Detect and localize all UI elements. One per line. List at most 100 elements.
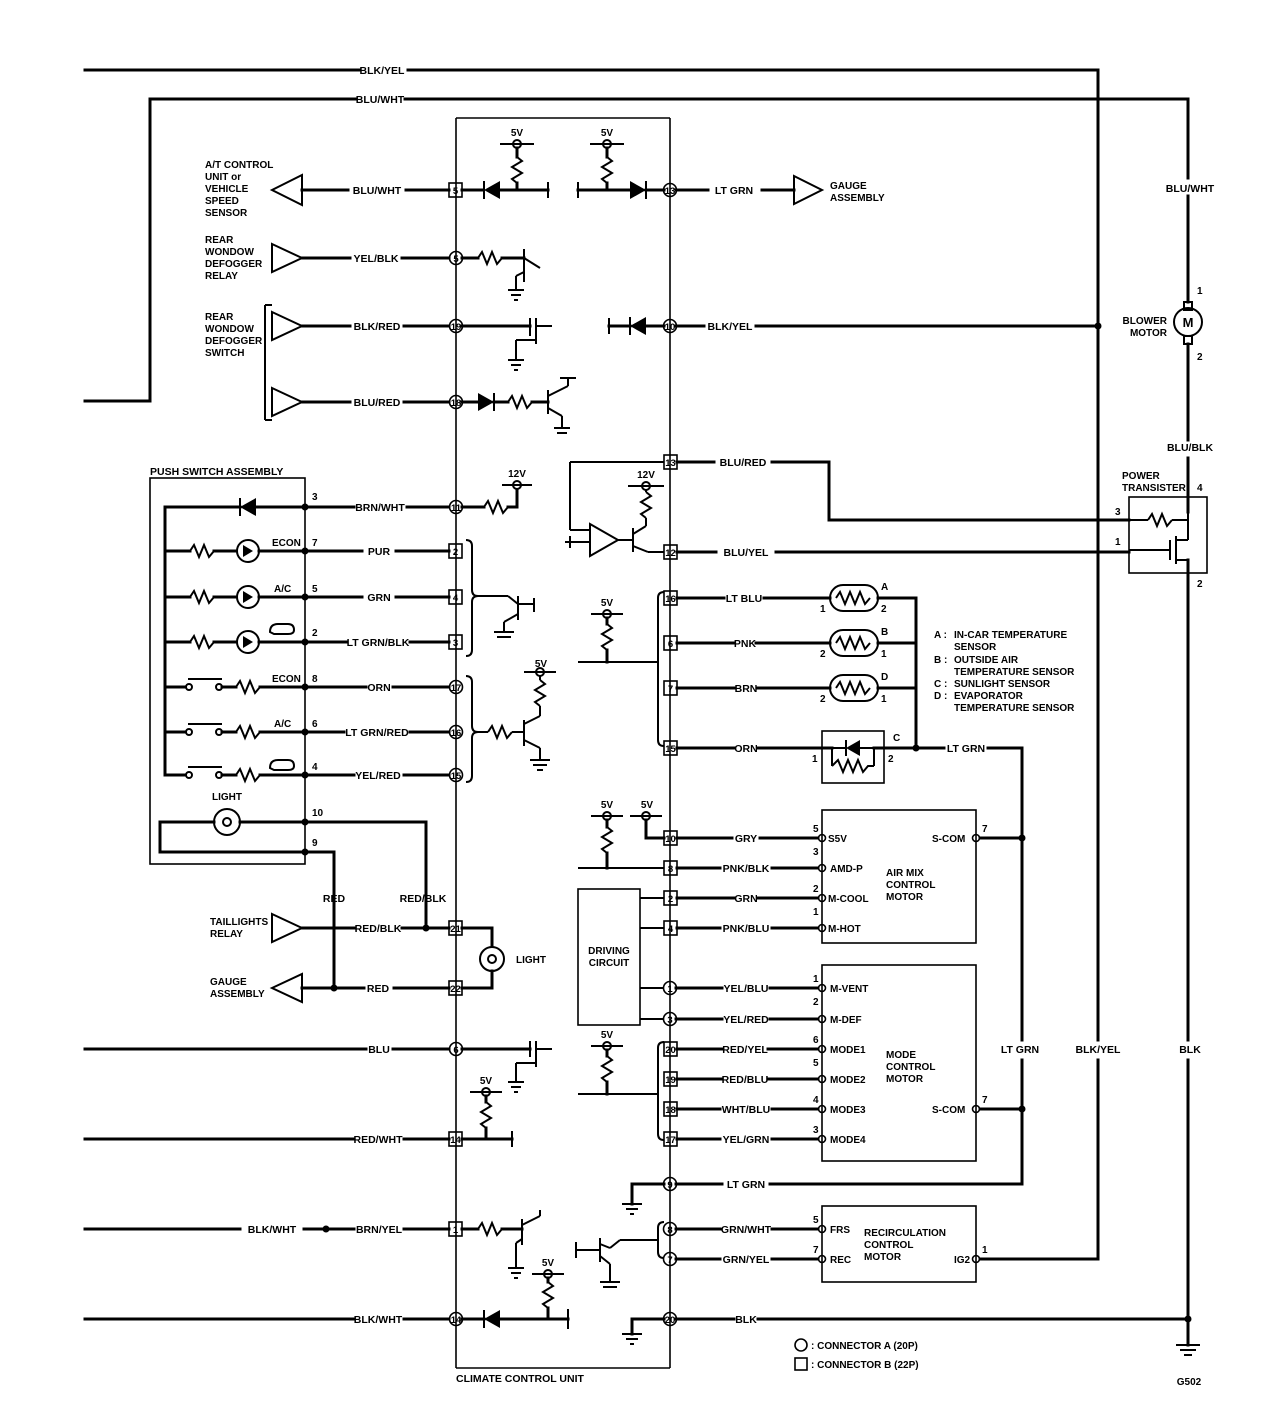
recirc-icon xyxy=(268,623,296,635)
svg-text:S-COM: S-COM xyxy=(932,1105,965,1116)
svg-text:5V: 5V xyxy=(511,128,524,139)
mode-control-motor: 1 YEL/BLU 1 M-VENT 2 3 YEL/RED M-DEF 5V … xyxy=(578,964,1026,1162)
rear-defogger-switch: REAR WONDOW DEFOGGER SWITCH BLK/RED 19 B… xyxy=(205,304,576,434)
svg-text:CIRCUIT: CIRCUIT xyxy=(589,958,630,969)
svg-text:BLU/RED: BLU/RED xyxy=(354,397,401,409)
svg-text:5V: 5V xyxy=(535,659,548,670)
recirc-icon xyxy=(268,759,296,771)
svg-text:5V: 5V xyxy=(601,800,614,811)
svg-text:5: 5 xyxy=(813,1058,819,1069)
svg-text:FRS: FRS xyxy=(830,1225,850,1236)
svg-text:PNK/BLU: PNK/BLU xyxy=(723,923,770,935)
svg-text:21: 21 xyxy=(450,924,461,935)
svg-text:RELAY: RELAY xyxy=(210,929,243,940)
svg-text:WONDOW: WONDOW xyxy=(205,324,254,335)
svg-text:YEL/BLK: YEL/BLK xyxy=(354,253,399,265)
svg-text:REAR: REAR xyxy=(205,235,234,246)
svg-text:SUNLIGHT SENSOR: SUNLIGHT SENSOR xyxy=(954,679,1051,690)
svg-text:LT GRN: LT GRN xyxy=(947,743,985,755)
svg-text:ASSEMBLY: ASSEMBLY xyxy=(830,193,885,204)
svg-text:RED/BLK: RED/BLK xyxy=(355,923,402,935)
svg-text:LIGHT: LIGHT xyxy=(212,792,242,803)
svg-text:13: 13 xyxy=(665,458,676,469)
svg-text:RECIRCULATION: RECIRCULATION xyxy=(864,1228,946,1239)
svg-text:OUTSIDE AIR: OUTSIDE AIR xyxy=(954,655,1019,666)
svg-text:YEL/RED: YEL/RED xyxy=(355,770,401,782)
svg-text:REAR: REAR xyxy=(205,312,234,323)
svg-text:PNK/BLK: PNK/BLK xyxy=(723,863,770,875)
svg-text:20: 20 xyxy=(665,1315,676,1326)
svg-text:A/C: A/C xyxy=(274,584,291,595)
svg-text:BLU/BLK: BLU/BLK xyxy=(1167,442,1213,454)
svg-text:YEL/BLU: YEL/BLU xyxy=(724,983,769,995)
svg-text:17: 17 xyxy=(665,1135,676,1146)
svg-text:5V: 5V xyxy=(601,128,614,139)
svg-text:BLU/RED: BLU/RED xyxy=(720,457,767,469)
connector-legend: : CONNECTOR A (20P) : CONNECTOR B (22P) xyxy=(794,1338,919,1371)
svg-text:ORN: ORN xyxy=(734,743,757,755)
svg-text:PUSH SWITCH ASSEMBLY: PUSH SWITCH ASSEMBLY xyxy=(150,466,283,478)
svg-text:5: 5 xyxy=(453,186,459,197)
svg-text:2: 2 xyxy=(813,884,819,895)
svg-text:RED: RED xyxy=(367,983,390,995)
svg-text:4: 4 xyxy=(668,924,674,935)
svg-text:REC: REC xyxy=(830,1255,851,1266)
svg-text:12: 12 xyxy=(665,548,676,559)
svg-text:TRANSISTER: TRANSISTER xyxy=(1122,483,1187,494)
blower-motor: 1 M 2 BLOWER MOTOR BLU/BLK xyxy=(1123,286,1213,502)
svg-text:BLK/WHT: BLK/WHT xyxy=(354,1314,403,1326)
svg-text:TEMPERATURE SENSOR: TEMPERATURE SENSOR xyxy=(954,703,1075,714)
svg-text:BLK/WHT: BLK/WHT xyxy=(248,1224,297,1236)
svg-text:MODE1: MODE1 xyxy=(830,1045,866,1056)
svg-text:D :: D : xyxy=(934,691,947,702)
svg-text:YEL/GRN: YEL/GRN xyxy=(723,1134,770,1146)
svg-text:MOTOR: MOTOR xyxy=(1130,328,1168,339)
svg-text:M-DEF: M-DEF xyxy=(830,1015,862,1026)
svg-text:LT GRN: LT GRN xyxy=(1001,1044,1039,1056)
svg-text:7: 7 xyxy=(982,1095,988,1106)
svg-text:6: 6 xyxy=(453,1045,458,1056)
svg-text:5: 5 xyxy=(813,824,819,835)
svg-text:5: 5 xyxy=(312,584,318,595)
svg-text:10: 10 xyxy=(665,322,676,333)
svg-text:BLK/RED: BLK/RED xyxy=(354,321,401,333)
blower-feed: 10 BLK/YEL xyxy=(607,317,1102,335)
svg-text:ASSEMBLY: ASSEMBLY xyxy=(210,989,265,1000)
svg-text:10: 10 xyxy=(312,808,324,819)
rear-defogger-relay: YEL/BLK REAR WONDOW DEFOGGER RELAY 5 xyxy=(205,235,541,301)
svg-text:: CONNECTOR A (20P): : CONNECTOR A (20P) xyxy=(811,1341,918,1352)
svg-text:ORN: ORN xyxy=(367,682,390,694)
svg-text:MOTOR: MOTOR xyxy=(864,1252,902,1263)
svg-text:LT GRN/RED: LT GRN/RED xyxy=(345,727,409,739)
wire-label: BLK/YEL xyxy=(360,65,406,77)
power-transistor: POWER TRANSISTER 4 3 1 2 xyxy=(1115,471,1208,1042)
svg-text:19: 19 xyxy=(451,322,462,333)
svg-text:5V: 5V xyxy=(641,800,654,811)
at-control-output: BLU/WHT A/T CONTROL UNIT or VEHICLE SPEE… xyxy=(205,128,550,219)
svg-text:BRN: BRN xyxy=(735,683,758,695)
svg-text:BLU/WHT: BLU/WHT xyxy=(353,185,402,197)
svg-text:5V: 5V xyxy=(480,1076,493,1087)
svg-text:SENSOR: SENSOR xyxy=(954,642,997,653)
svg-text:2: 2 xyxy=(1197,579,1203,590)
svg-text:GRN/WHT: GRN/WHT xyxy=(721,1224,772,1236)
svg-text:TEMPERATURE SENSOR: TEMPERATURE SENSOR xyxy=(954,667,1075,678)
unit-label: CLIMATE CONTROL UNIT xyxy=(456,1373,585,1385)
svg-text:20: 20 xyxy=(665,1045,676,1056)
svg-text:3: 3 xyxy=(312,492,318,503)
svg-text:10: 10 xyxy=(665,834,676,845)
svg-text:MODE: MODE xyxy=(886,1050,916,1061)
svg-text:4: 4 xyxy=(453,593,459,604)
driving-circuit: DRIVING CIRCUIT xyxy=(577,888,664,1026)
svg-text:M-COOL: M-COOL xyxy=(828,894,869,905)
svg-text:1: 1 xyxy=(881,694,887,705)
svg-text:2: 2 xyxy=(881,604,887,615)
svg-text:ECON: ECON xyxy=(272,674,301,685)
ground-circuit: 20 BLK G502 xyxy=(622,1311,1202,1388)
svg-text:BRN/WHT: BRN/WHT xyxy=(355,502,405,514)
svg-text:YEL/RED: YEL/RED xyxy=(723,1014,769,1026)
svg-text:BLU: BLU xyxy=(368,1044,390,1056)
top-wires: BLK/YEL BLU/WHT BLU/WHT xyxy=(83,65,1215,1042)
svg-text:DRIVING: DRIVING xyxy=(588,946,630,957)
